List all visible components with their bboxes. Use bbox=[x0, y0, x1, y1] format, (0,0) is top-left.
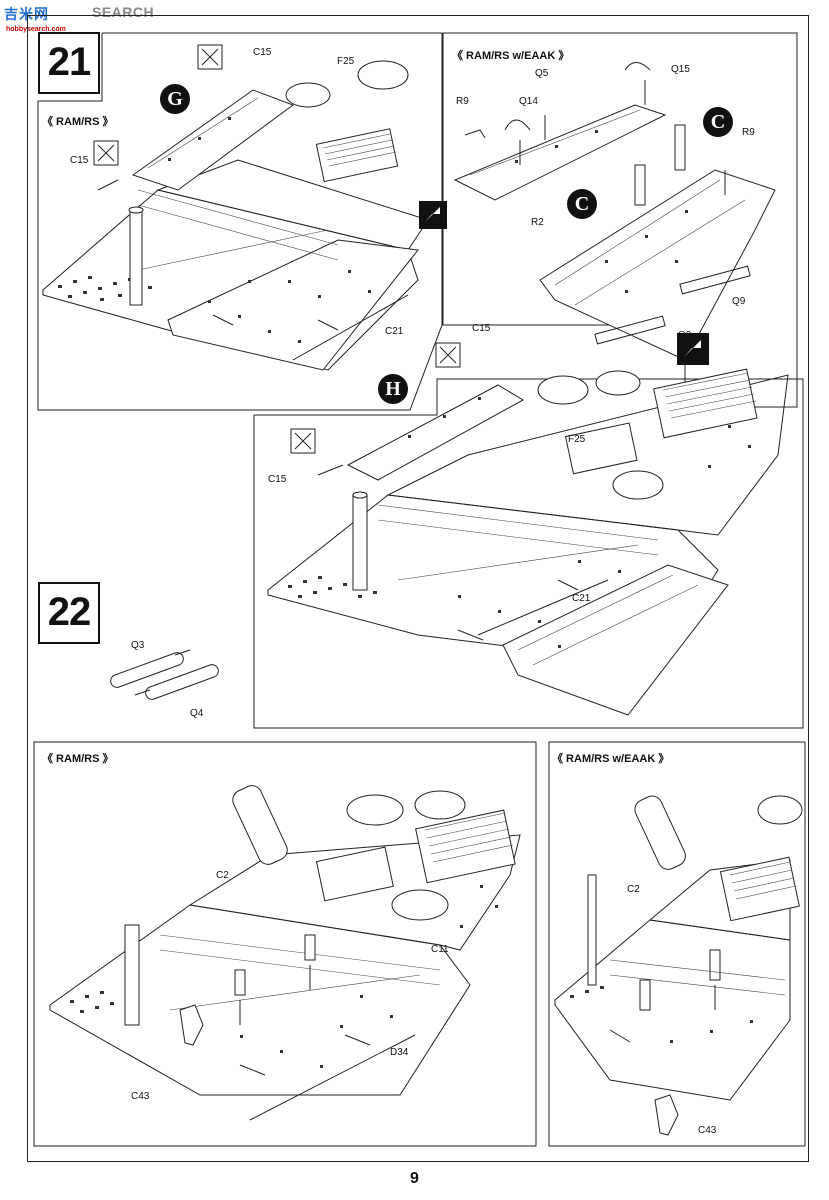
step21-main-callout-h: H bbox=[378, 374, 408, 404]
step21-eaak-callout-c-2: C bbox=[567, 189, 597, 219]
watermark-logo: 吉米网 bbox=[4, 6, 49, 22]
part-label-f25-b: F25 bbox=[568, 434, 586, 445]
bottom-ramrs-frame bbox=[33, 741, 537, 1147]
bottom-eaak-frame bbox=[548, 741, 806, 1147]
part-label-c2-b: C2 bbox=[627, 884, 640, 895]
part-label-c15-a: C15 bbox=[253, 47, 272, 58]
watermark: 吉米网 SEARCH hobbysearch.com bbox=[0, 0, 200, 33]
part-label-c43-b: C43 bbox=[698, 1125, 717, 1136]
arrow-flip-icon bbox=[419, 201, 447, 229]
watermark-search: SEARCH bbox=[92, 4, 155, 20]
step21-eaak-drawing bbox=[453, 62, 776, 361]
glue-icon bbox=[435, 342, 461, 368]
part-label-d34: D34 bbox=[390, 1047, 409, 1058]
bottom-ramrs-drawing bbox=[49, 785, 521, 1121]
part-label-c15-c: C15 bbox=[472, 323, 491, 334]
glue-icon bbox=[290, 428, 316, 454]
step21-ramrs-callout-g: G bbox=[160, 84, 190, 114]
step-21-number: 21 bbox=[38, 32, 100, 94]
part-label-r9-b: R9 bbox=[742, 127, 755, 138]
bottom-eaak-drawing bbox=[554, 795, 803, 1136]
step21-ramrs-frame bbox=[37, 32, 443, 411]
part-label-c2-a: C2 bbox=[216, 870, 229, 881]
step21-eaak-variant-label: 《 RAM/RS w/EAAK 》 bbox=[452, 50, 570, 62]
part-label-c43-a: C43 bbox=[131, 1091, 150, 1102]
step21-main-drawing bbox=[267, 368, 789, 716]
part-label-q3: Q3 bbox=[131, 640, 145, 651]
part-label-q15: Q15 bbox=[671, 64, 690, 75]
part-label-c15-d: C15 bbox=[268, 474, 287, 485]
step21-ramrs-variant-label: 《 RAM/RS 》 bbox=[42, 116, 114, 128]
arrow-flip-icon bbox=[677, 333, 709, 365]
step22-parts-drawing bbox=[110, 649, 219, 700]
step21-main-frame bbox=[253, 378, 804, 729]
bottom-ramrs-variant-label: 《 RAM/RS 》 bbox=[42, 753, 114, 765]
part-label-q5: Q5 bbox=[535, 68, 549, 79]
part-label-c21-a: C21 bbox=[385, 326, 404, 337]
glue-icon bbox=[197, 44, 223, 70]
part-label-r9-a: R9 bbox=[456, 96, 469, 107]
step21-ramrs-hull-drawing bbox=[42, 60, 429, 371]
page-frame bbox=[27, 15, 809, 1162]
part-label-q14: Q14 bbox=[519, 96, 538, 107]
part-label-r2: R2 bbox=[531, 217, 544, 228]
part-label-c21-b: C21 bbox=[572, 593, 591, 604]
part-label-q4: Q4 bbox=[190, 708, 204, 719]
part-label-q9-a: Q9 bbox=[732, 296, 746, 307]
glue-icon bbox=[93, 140, 119, 166]
part-label-c11: C11 bbox=[431, 944, 449, 955]
step-22-number: 22 bbox=[38, 582, 100, 644]
part-label-c15-b: C15 bbox=[70, 155, 89, 166]
page-number: 9 bbox=[410, 1170, 419, 1187]
part-label-f25-a: F25 bbox=[337, 56, 355, 67]
watermark-url: hobbysearch.com bbox=[6, 26, 66, 33]
step21-eaak-callout-c-1: C bbox=[703, 107, 733, 137]
bottom-eaak-variant-label: 《 RAM/RS w/EAAK 》 bbox=[552, 753, 670, 765]
